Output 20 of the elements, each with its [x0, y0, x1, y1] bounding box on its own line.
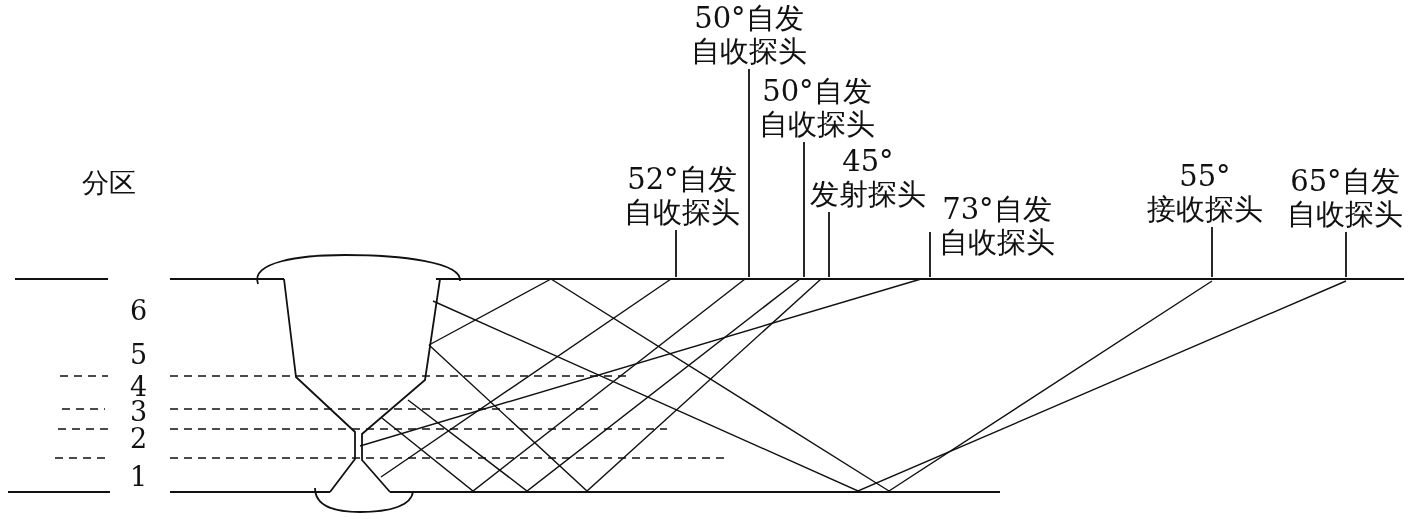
probe-label: 55°接收探头 — [1144, 160, 1266, 226]
leader-line — [828, 211, 830, 278]
zone-number: 2 — [130, 424, 148, 454]
leader-line — [803, 141, 805, 278]
leader-line — [1345, 231, 1347, 278]
probe-label: 50°自发自收探头 — [688, 2, 810, 68]
leader-line — [929, 231, 931, 278]
leader-line — [1211, 226, 1213, 278]
leader-line — [675, 229, 677, 278]
leader-line — [748, 68, 750, 278]
probe-label: 73°自发自收探头 — [936, 193, 1058, 259]
zone-number: 5 — [130, 340, 148, 370]
zone-number: 3 — [130, 397, 148, 427]
zone-heading: 分区 — [82, 168, 136, 198]
probe-label: 50°自发自收探头 — [756, 75, 878, 141]
probe-label: 45°发射探头 — [807, 145, 929, 211]
probe-label: 52°自发自收探头 — [621, 163, 743, 229]
zone-number: 6 — [130, 296, 148, 326]
probe-label: 65°自发自收探头 — [1284, 165, 1406, 231]
zone-number: 1 — [130, 462, 148, 492]
